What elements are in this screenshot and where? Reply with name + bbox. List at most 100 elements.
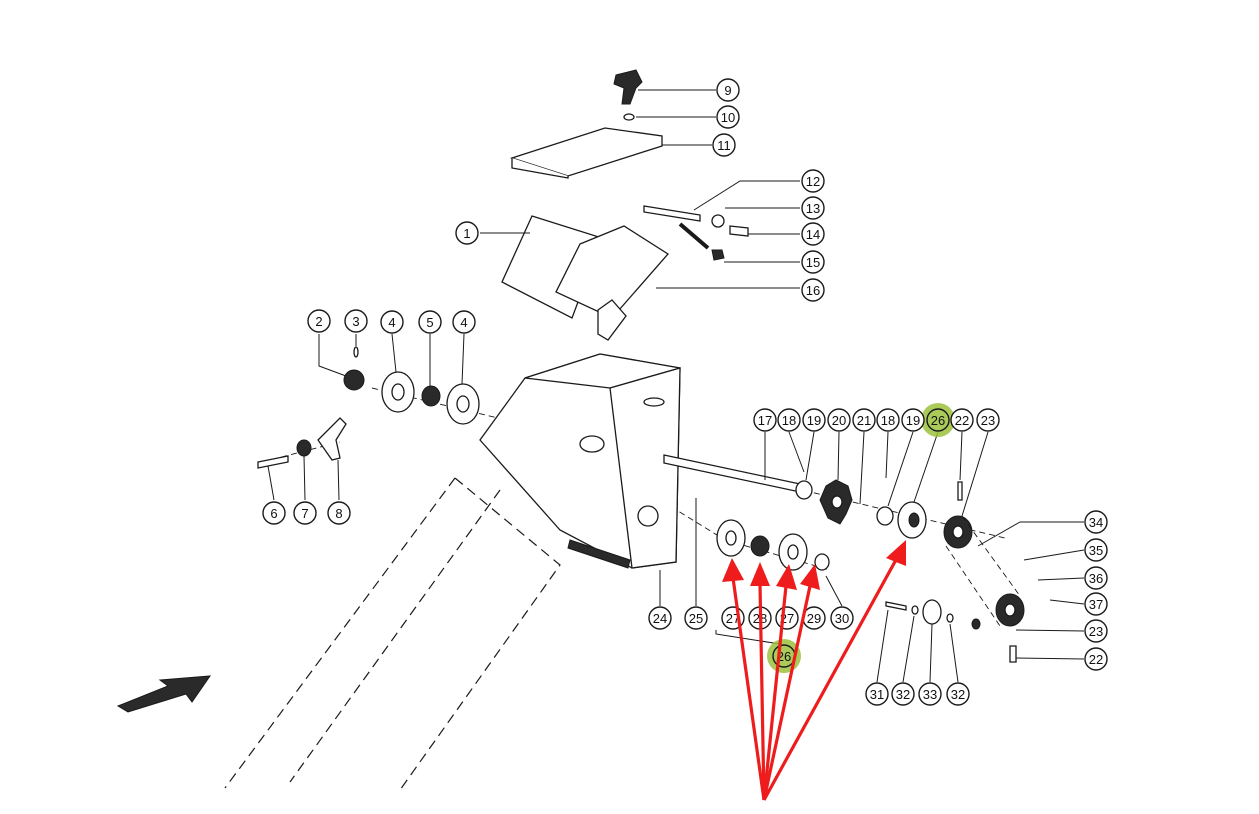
callout-number: 12 (806, 174, 820, 189)
callout-2: 2 (307, 309, 331, 333)
callout-10: 10 (716, 105, 740, 129)
callout-ring (950, 408, 974, 432)
callout-20: 20 (827, 408, 851, 432)
callout-ring (777, 408, 801, 432)
callout-ring (344, 309, 368, 333)
bearing-part-19-right (876, 506, 894, 526)
callout-number: 3 (352, 314, 359, 329)
leader-lines (267, 89, 1085, 683)
knob-part-9 (613, 69, 643, 121)
callout-ring (716, 105, 740, 129)
red-arrow-to-part-27-right (762, 585, 788, 801)
callout-number: 36 (1089, 571, 1103, 586)
callout-17: 17 (753, 408, 777, 432)
callout-ring (801, 169, 825, 193)
callout-number: 21 (857, 413, 871, 428)
red-arrow-to-part-28 (758, 583, 766, 801)
red-arrowhead (776, 564, 797, 590)
callout-19: 19 (901, 408, 925, 432)
sprocket-part-20 (819, 479, 853, 525)
callout-ring (1084, 592, 1108, 616)
callout-ring (865, 682, 889, 706)
callout-number: 4 (388, 315, 395, 330)
callout-12: 12 (801, 169, 825, 193)
callout-15: 15 (801, 250, 825, 274)
callout-number: 8 (335, 506, 342, 521)
callout-number: 16 (806, 283, 820, 298)
bottom-fastener-group (885, 481, 1017, 663)
callout-number: 7 (301, 506, 308, 521)
callout-number: 23 (1089, 624, 1103, 639)
callout-ring (1084, 566, 1108, 590)
callout-11: 11 (712, 133, 736, 157)
callout-ring (307, 309, 331, 333)
callout-ring (1084, 647, 1108, 671)
callout-4: 4 (452, 310, 476, 334)
callout-37: 37 (1084, 592, 1108, 616)
callout-ring (901, 408, 925, 432)
callout-number: 37 (1089, 597, 1103, 612)
left-bearing-group (343, 346, 480, 425)
callout-number: 19 (807, 413, 821, 428)
callout-ring (801, 250, 825, 274)
callout-number: 5 (426, 315, 433, 330)
callout-number: 33 (923, 687, 937, 702)
red-arrow-to-part-29 (762, 585, 812, 801)
callout-31: 31 (865, 682, 889, 706)
callout-number: 20 (832, 413, 846, 428)
callout-26: 26 (926, 408, 950, 432)
callout-number: 2 (315, 314, 322, 329)
callout-number: 11 (717, 138, 731, 153)
callout-number: 25 (689, 611, 703, 626)
callout-ring (753, 408, 777, 432)
callout-ring (293, 501, 317, 525)
callout-ring (716, 78, 740, 102)
red-arrowhead (886, 540, 906, 566)
callout-ring (801, 278, 825, 302)
callout-ring (1084, 619, 1108, 643)
callout-number: 29 (807, 611, 821, 626)
callout-number: 35 (1089, 543, 1103, 558)
callout-number: 22 (955, 413, 969, 428)
callout-number: 18 (881, 413, 895, 428)
callout-ring (876, 408, 900, 432)
callout-ring (830, 606, 854, 630)
callout-14: 14 (801, 222, 825, 246)
callout-number: 26 (931, 413, 945, 428)
callout-number: 6 (270, 506, 277, 521)
callout-1: 1 (455, 221, 479, 245)
callout-ring (455, 221, 479, 245)
callout-16: 16 (801, 278, 825, 302)
callout-ring (852, 408, 876, 432)
callout-35: 35 (1084, 538, 1108, 562)
callout-8: 8 (327, 501, 351, 525)
callout-18: 18 (777, 408, 801, 432)
callout-ring (380, 310, 404, 334)
callout-ring (891, 682, 915, 706)
callout-32: 32 (946, 682, 970, 706)
callout-34: 34 (1084, 510, 1108, 534)
callout-29: 29 (802, 606, 826, 630)
callout-number: 32 (951, 687, 965, 702)
callout-number: 30 (835, 611, 849, 626)
callout-24: 24 (648, 606, 672, 630)
red-pointer-arrows (722, 540, 906, 801)
cover-plate-part-11 (509, 127, 663, 179)
callout-13: 13 (801, 196, 825, 220)
callout-4: 4 (380, 310, 404, 334)
red-arrow-to-part-26 (762, 557, 899, 801)
callout-6: 6 (262, 501, 286, 525)
red-arrowhead (750, 562, 770, 586)
callout-number: 10 (721, 110, 735, 125)
callout-7: 7 (293, 501, 317, 525)
callout-ring (976, 408, 1000, 432)
callout-33: 33 (918, 682, 942, 706)
rod-part-12 (643, 205, 749, 261)
callout-22: 22 (950, 408, 974, 432)
callout-ring (262, 501, 286, 525)
callout-32: 32 (891, 682, 915, 706)
callout-27: 27 (775, 606, 799, 630)
callout-number: 18 (782, 413, 796, 428)
callout-5: 5 (418, 310, 442, 334)
